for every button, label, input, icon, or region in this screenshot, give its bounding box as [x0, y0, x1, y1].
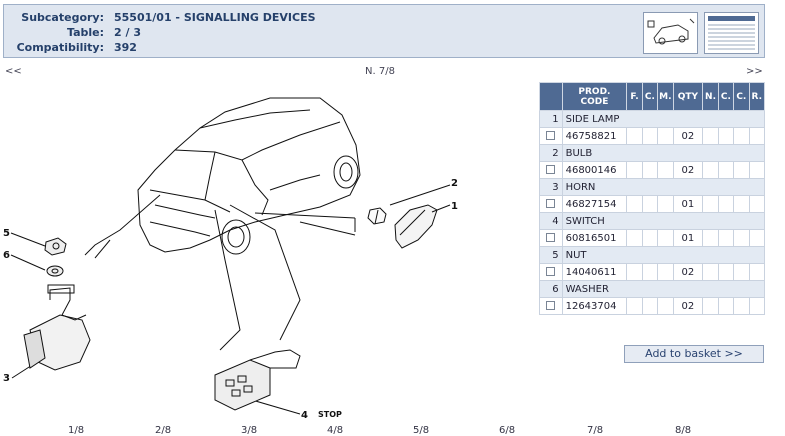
item-code-row: 46800146 02 — [539, 161, 766, 179]
item-code: 46827154 — [561, 195, 628, 213]
page-link-8[interactable]: 8/8 — [675, 425, 692, 436]
item-code: 12643704 — [561, 297, 628, 315]
callout-5: 5 — [3, 228, 10, 239]
item-num: 3 — [539, 178, 563, 196]
table-header-row: PROD. CODE F. C. M. QTY N. C. C. R. — [539, 82, 766, 111]
item-name: WASHER — [561, 280, 766, 298]
stop-label: STOP — [318, 410, 342, 419]
item-name: BULB — [561, 144, 766, 162]
item-checkbox-cell — [539, 195, 563, 213]
item-name: HORN — [561, 178, 766, 196]
item-checkbox-cell — [539, 127, 563, 145]
header-c2: C. — [717, 82, 735, 111]
item-code: 60816501 — [561, 229, 628, 247]
item-checkbox-cell — [539, 229, 563, 247]
item-num: 5 — [539, 246, 563, 264]
item-desc-row: 2 BULB — [539, 144, 766, 162]
header-f: F. — [626, 82, 643, 111]
item-desc-row: 1 SIDE LAMP — [539, 110, 766, 128]
callout-1: 1 — [451, 201, 458, 212]
subcategory-label: Subcategory: — [21, 11, 104, 24]
item-code-row: 46827154 01 — [539, 195, 766, 213]
side-lamp-part — [394, 204, 438, 249]
item-num: 1 — [539, 110, 563, 128]
item-desc-row: 4 SWITCH — [539, 212, 766, 230]
item-name: NUT — [561, 246, 766, 264]
item-name: SIDE LAMP — [561, 110, 766, 128]
page-indicator: N. 7/8 — [365, 66, 395, 77]
item-qty: 02 — [672, 161, 704, 179]
item-checkbox[interactable] — [546, 233, 556, 242]
item-num: 4 — [539, 212, 563, 230]
table-value: 2 / 3 — [114, 26, 141, 39]
header-prod-code-text: PROD. CODE — [578, 86, 611, 107]
add-to-basket-button[interactable]: Add to basket >> — [624, 345, 764, 363]
item-desc-row: 3 HORN — [539, 178, 766, 196]
header-num — [539, 82, 563, 111]
item-code-row: 60816501 01 — [539, 229, 766, 247]
item-num: 6 — [539, 280, 563, 298]
car-body — [137, 97, 361, 253]
header-m: M. — [657, 82, 674, 111]
header-panel: Subcategory: 55501/01 - SIGNALLING DEVIC… — [3, 4, 765, 58]
page-link-1[interactable]: 1/8 — [68, 425, 85, 436]
header-c3: C. — [733, 82, 750, 111]
page-link-7[interactable]: 7/8 — [587, 425, 604, 436]
diagram-thumbnail[interactable] — [643, 12, 698, 54]
nut-part — [44, 237, 67, 256]
item-qty: 02 — [672, 127, 704, 145]
next-link[interactable]: >> — [746, 66, 763, 77]
item-checkbox-cell — [539, 263, 563, 281]
item-desc-row: 5 NUT — [539, 246, 766, 264]
item-qty: 01 — [672, 229, 704, 247]
header-qty: QTY — [672, 82, 704, 111]
table-label: Table: — [66, 26, 104, 39]
item-checkbox[interactable] — [546, 267, 556, 276]
item-code-row: 14040611 02 — [539, 263, 766, 281]
page-link-4[interactable]: 4/8 — [327, 425, 344, 436]
page-link-5[interactable]: 5/8 — [413, 425, 430, 436]
callout-3: 3 — [3, 373, 10, 384]
header-c1: C. — [641, 82, 659, 111]
item-desc-row: 6 WASHER — [539, 280, 766, 298]
item-name: SWITCH — [561, 212, 766, 230]
prev-link[interactable]: << — [5, 66, 22, 77]
item-qty: 02 — [672, 263, 704, 281]
callout-2: 2 — [451, 178, 458, 189]
page-link-3[interactable]: 3/8 — [241, 425, 258, 436]
item-code-row: 46758821 02 — [539, 127, 766, 145]
compatibility-value: 392 — [114, 41, 137, 54]
header-n: N. — [702, 82, 719, 111]
item-code: 46758821 — [561, 127, 628, 145]
item-code: 46800146 — [561, 161, 628, 179]
item-checkbox[interactable] — [546, 301, 556, 310]
item-qty: 01 — [672, 195, 704, 213]
subcategory-value: 55501/01 - SIGNALLING DEVICES — [114, 11, 316, 24]
item-checkbox-cell — [539, 161, 563, 179]
item-checkbox[interactable] — [546, 165, 556, 174]
item-qty: 02 — [672, 297, 704, 315]
page-link-6[interactable]: 6/8 — [499, 425, 516, 436]
header-r: R. — [748, 82, 766, 111]
item-num: 2 — [539, 144, 563, 162]
item-checkbox[interactable] — [546, 131, 556, 140]
header-prod-code: PROD. CODE — [561, 82, 628, 111]
item-checkbox[interactable] — [546, 199, 556, 208]
page-link-2[interactable]: 2/8 — [155, 425, 172, 436]
compatibility-label: Compatibility: — [16, 41, 104, 54]
item-checkbox-cell — [539, 297, 563, 315]
leader-horn — [84, 194, 161, 256]
item-code: 14040611 — [561, 263, 628, 281]
exploded-parts-diagram: 1 2 3 4 5 6 STOP — [3, 97, 458, 420]
washer-part — [46, 265, 64, 277]
table-thumbnail[interactable] — [704, 12, 759, 54]
parts-table: PROD. CODE F. C. M. QTY N. C. C. R. 1 SI… — [539, 82, 766, 315]
item-code-row: 12643704 02 — [539, 297, 766, 315]
callout-6: 6 — [3, 250, 10, 261]
callout-4: 4 — [301, 410, 308, 420]
